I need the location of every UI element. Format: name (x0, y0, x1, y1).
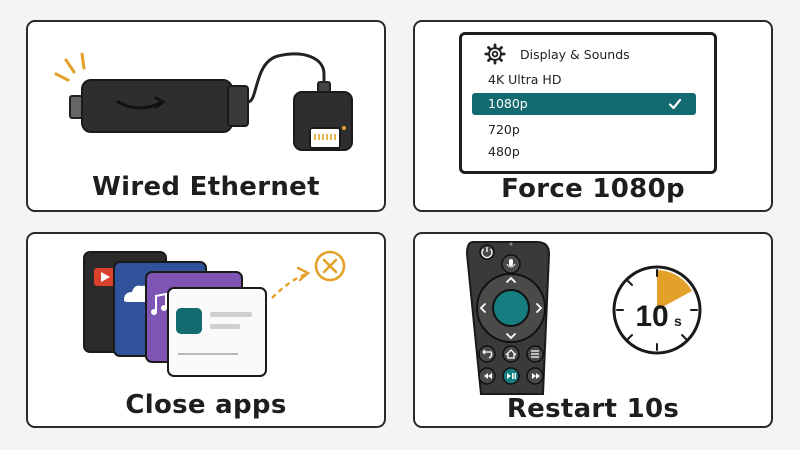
close-circle-icon (314, 250, 346, 282)
restart-illustration: 10 s (465, 241, 702, 395)
timer-unit: s (674, 313, 682, 329)
media-buttons (478, 367, 544, 385)
gear-icon (484, 43, 506, 65)
cable (247, 52, 326, 104)
option-720p[interactable]: 720p (488, 122, 520, 137)
caption-force-1080p: Force 1080p (501, 174, 685, 204)
timer-value: 10 (635, 300, 668, 333)
remote-control-icon (465, 241, 551, 395)
fire-tv-stick-icon (69, 79, 249, 133)
menu-title: Display & Sounds (520, 46, 630, 62)
option-1080p[interactable]: 1080p (472, 93, 696, 115)
select-button-icon (492, 289, 530, 327)
app-card-front-icon (167, 287, 267, 377)
ethernet-adapter-icon (293, 91, 353, 151)
spark-lines-icon (54, 52, 86, 82)
close-apps-illustration (83, 250, 346, 377)
checkmark-icon (668, 98, 682, 110)
panel-close-apps: Close apps (26, 232, 386, 428)
display-settings-menu: Display & Sounds 4K Ultra HD 1080p 720p … (459, 32, 717, 174)
nav-buttons (478, 345, 544, 363)
ethernet-illustration (54, 52, 353, 151)
panel-restart: 10 s Restart 10s (413, 232, 773, 428)
caption-restart: Restart 10s (506, 394, 680, 424)
panel-force-1080p: Display & Sounds 4K Ultra HD 1080p 720p … (413, 20, 773, 212)
menu-header: Display & Sounds (484, 43, 630, 65)
panel-wired-ethernet: Wired Ethernet (26, 20, 386, 212)
caption-wired-ethernet: Wired Ethernet (92, 172, 320, 202)
option-1080p-label: 1080p (488, 96, 528, 111)
stopwatch-icon: 10 s (612, 265, 702, 355)
swipe-arrow (271, 272, 307, 299)
caption-close-apps: Close apps (125, 390, 287, 420)
option-480p[interactable]: 480p (488, 144, 520, 159)
option-4k[interactable]: 4K Ultra HD (488, 72, 562, 87)
